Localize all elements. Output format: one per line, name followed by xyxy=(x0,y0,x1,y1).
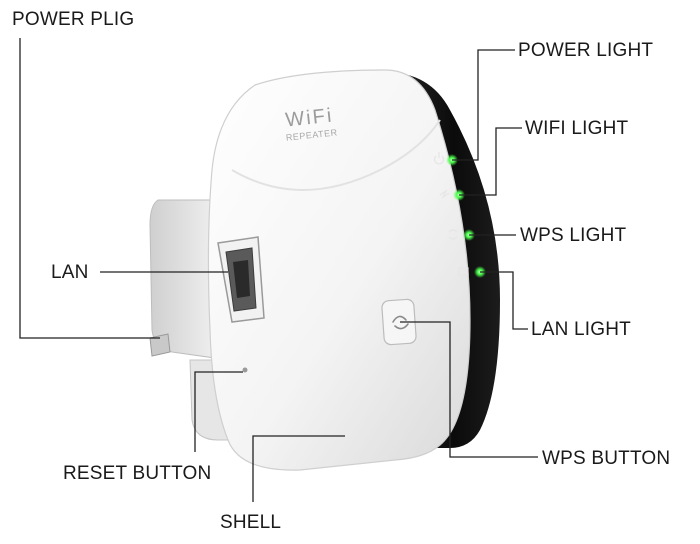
leader-wps-button xyxy=(400,321,538,458)
wps-symbol-icon xyxy=(448,229,458,240)
label-wps-button: WPS BUTTON xyxy=(542,448,671,469)
wifi-symbol-icon xyxy=(439,189,450,199)
label-shell: SHELL xyxy=(220,512,282,533)
leader-lines xyxy=(19,38,538,502)
wps-button-icon xyxy=(392,315,409,330)
reset-hole xyxy=(242,367,248,373)
label-wps-light: WPS LIGHT xyxy=(520,225,627,246)
wps-button xyxy=(381,298,417,346)
leader-reset-button xyxy=(194,371,243,452)
lan-port xyxy=(217,236,265,323)
label-power-plug: POWER PLIG xyxy=(12,9,135,30)
leader-lan-light xyxy=(480,271,528,330)
label-lan-light: LAN LIGHT xyxy=(531,319,631,340)
label-lan: LAN xyxy=(51,262,89,283)
leader-wifi-light xyxy=(459,127,522,196)
power-prong xyxy=(149,333,171,357)
power-symbol-icon xyxy=(433,152,445,165)
plug-housing xyxy=(149,199,216,359)
leader-shell xyxy=(252,435,345,502)
label-power-light: POWER LIGHT xyxy=(518,40,654,61)
label-reset-button: RESET BUTTON xyxy=(63,463,212,484)
logo-text: WiFi xyxy=(284,105,334,132)
leader-power-plug xyxy=(19,38,160,339)
leader-power-light xyxy=(452,49,515,161)
device-shell xyxy=(207,69,471,471)
lan-symbol-icon xyxy=(458,267,469,278)
label-wifi-light: WIFI LIGHT xyxy=(525,118,629,139)
shell-contour xyxy=(231,119,441,191)
